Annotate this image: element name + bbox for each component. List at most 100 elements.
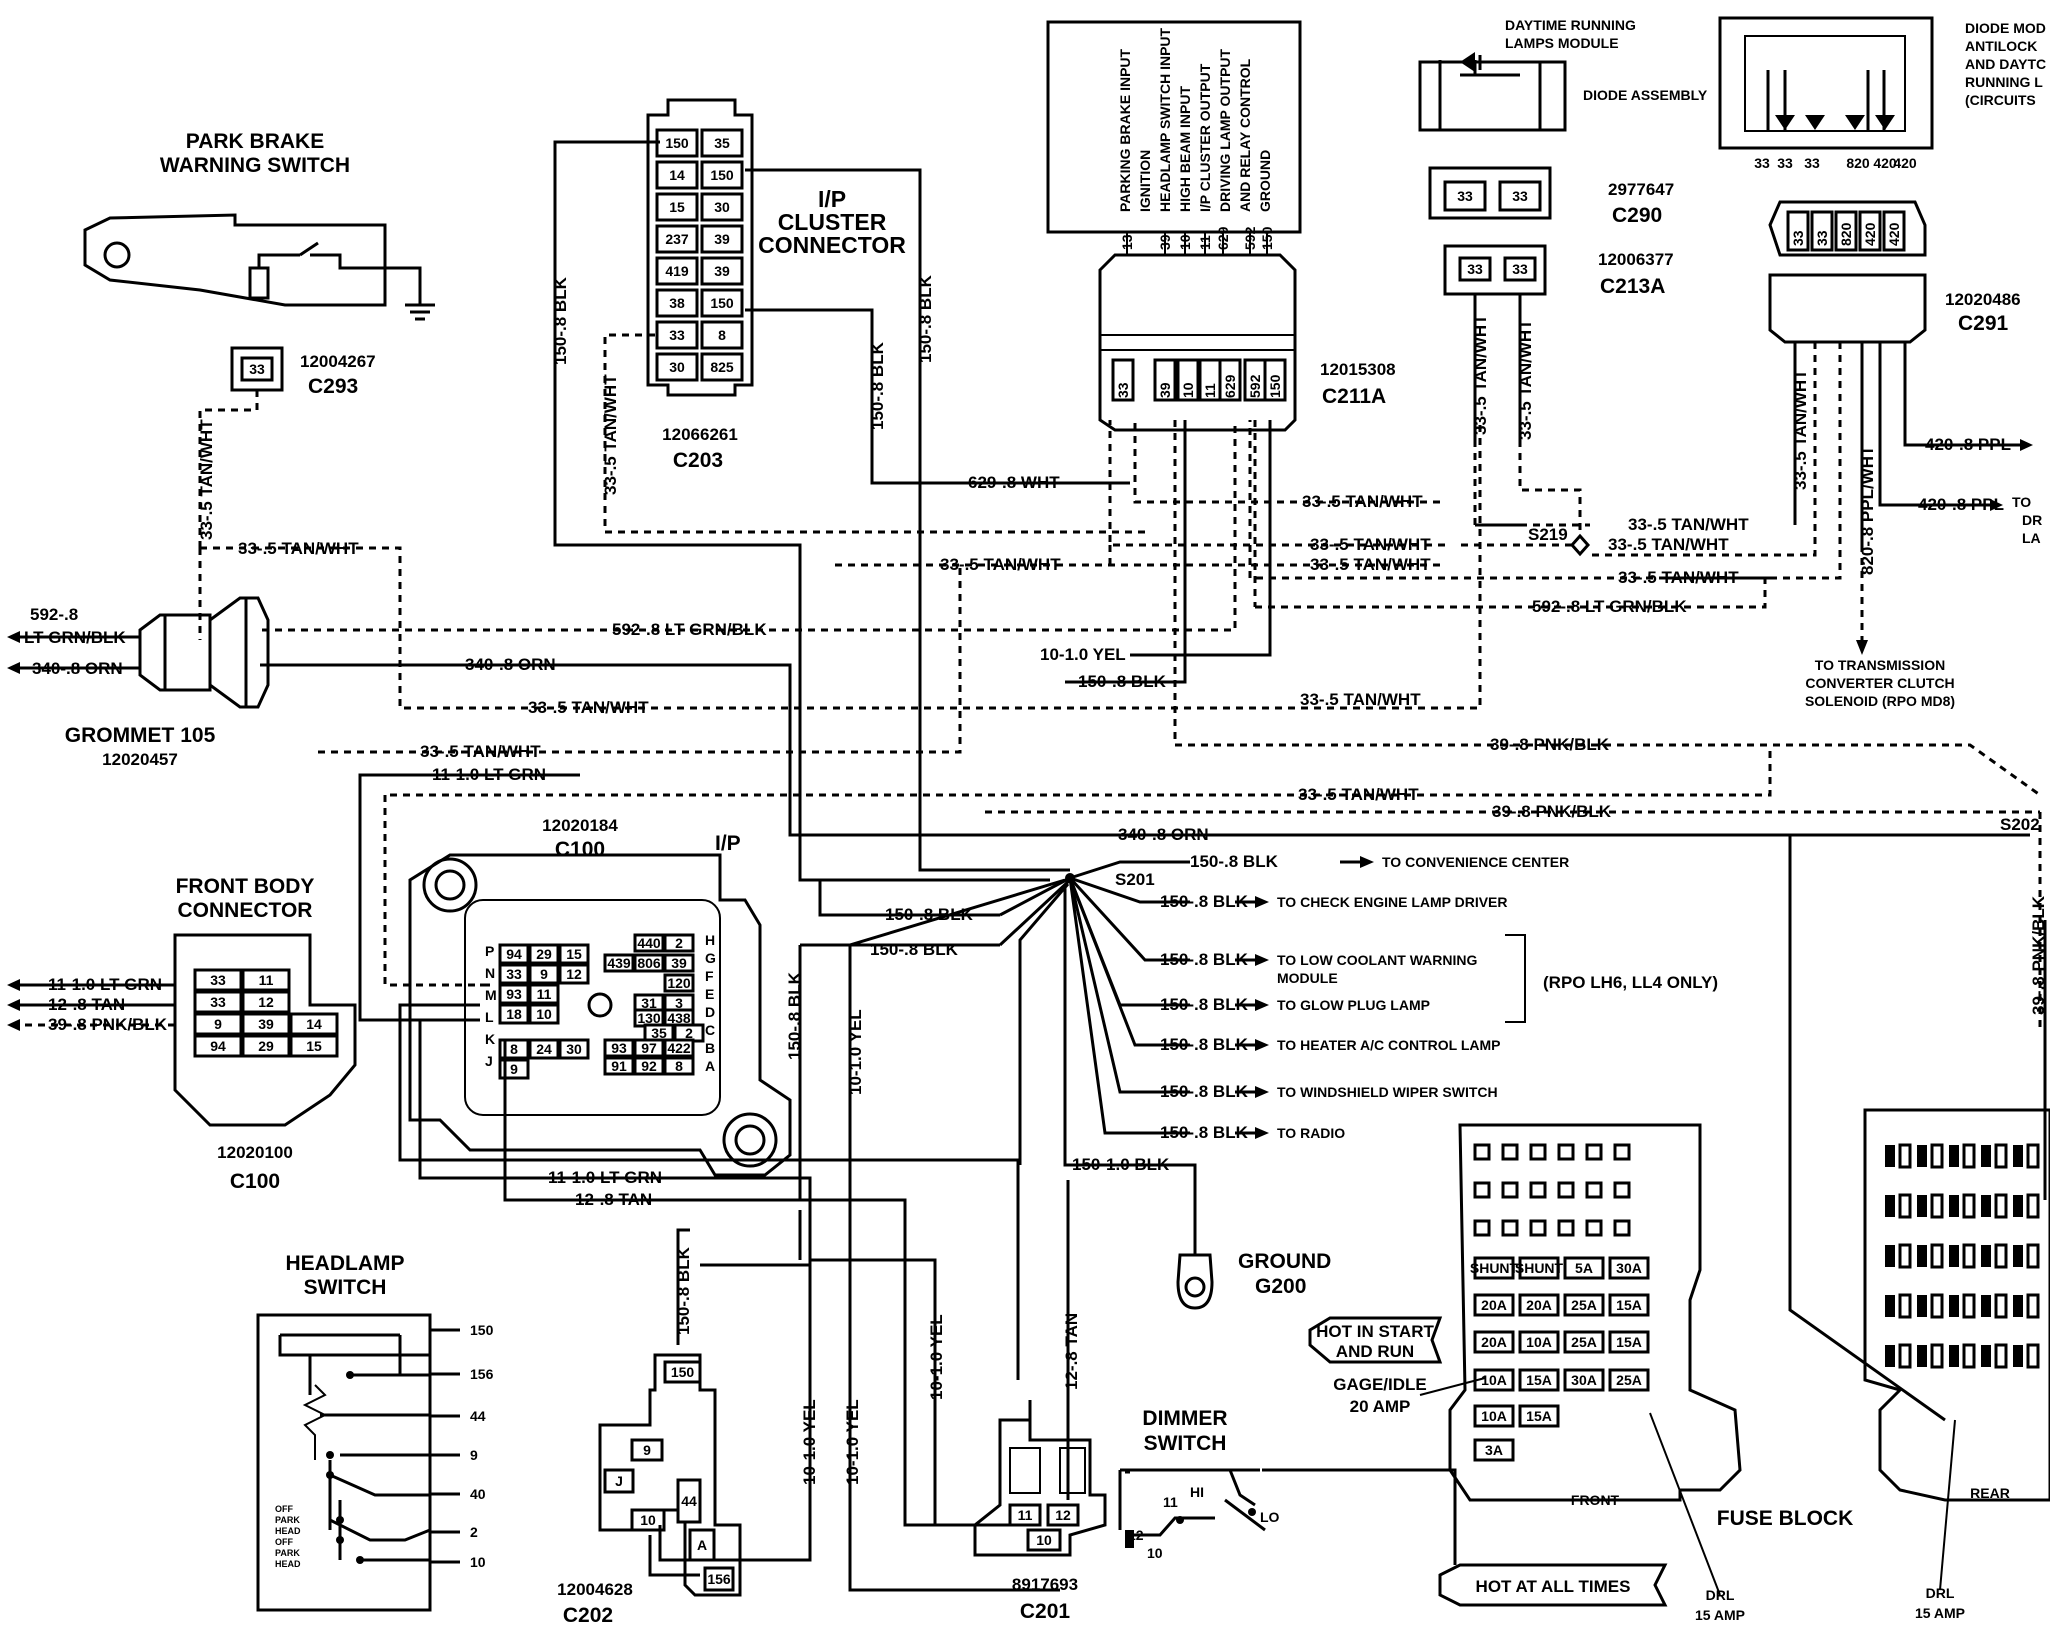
svg-text:15: 15	[306, 1038, 322, 1054]
headlamp-position: HEAD	[275, 1559, 301, 1569]
fuse: SHUNT	[1515, 1256, 1564, 1280]
c100-row-letter: N	[485, 965, 495, 981]
svg-text:30: 30	[566, 1041, 582, 1057]
c211a-function-label: HIGH BEAM INPUT	[1177, 86, 1193, 212]
svg-text:DIODE MOD: DIODE MOD	[1965, 20, 2046, 36]
svg-text:33-.5 TAN/WHT: 33-.5 TAN/WHT	[1628, 515, 1749, 534]
c203-name: C203	[673, 449, 723, 472]
fuse: 3A	[1473, 1438, 1515, 1462]
svg-text:440: 440	[637, 935, 661, 951]
fuse: 30A	[1608, 1256, 1650, 1280]
wire-33-c203	[603, 333, 1150, 534]
svg-text:12020100: 12020100	[217, 1143, 293, 1162]
svg-text:10: 10	[1147, 1545, 1163, 1561]
svg-text:629: 629	[1222, 374, 1238, 398]
svg-text:150-.8 BLK: 150-.8 BLK	[674, 1246, 693, 1335]
c100-col-letter: E	[705, 986, 714, 1002]
svg-text:150: 150	[665, 135, 689, 151]
svg-text:LO: LO	[1260, 1509, 1280, 1525]
rear-fuse-slot	[2013, 1343, 2040, 1369]
svg-text:150-.8 BLK: 150-.8 BLK	[1160, 1123, 1249, 1142]
svg-text:10-1.0 YEL: 10-1.0 YEL	[1040, 645, 1126, 664]
c100-pin: 422	[663, 1038, 695, 1058]
rear-fuse-slot	[2013, 1243, 2040, 1269]
wire-33-c293	[198, 390, 259, 548]
c100-pin: 9	[528, 963, 560, 985]
svg-text:420: 420	[1862, 222, 1878, 246]
svg-text:3A: 3A	[1485, 1442, 1503, 1458]
svg-text:31: 31	[641, 995, 657, 1011]
svg-text:DRL: DRL	[1706, 1587, 1735, 1603]
svg-text:AND RUN: AND RUN	[1336, 1342, 1414, 1361]
svg-text:592-.8 LT GRN/BLK: 592-.8 LT GRN/BLK	[612, 620, 767, 639]
c202-pin: 9	[630, 1438, 664, 1462]
fuse: 20A	[1473, 1293, 1515, 1317]
svg-text:150-.8 BLK: 150-.8 BLK	[868, 341, 887, 430]
diode-module-pin: 420	[1893, 155, 1917, 171]
svg-text:592-.8 LT GRN/BLK: 592-.8 LT GRN/BLK	[1532, 597, 1687, 616]
c291-pin: 420	[1882, 210, 1906, 252]
svg-text:33-.5 TAN/WHT: 33-.5 TAN/WHT	[420, 742, 541, 761]
c100-pin: 29	[528, 943, 560, 965]
c211a-pin: 33	[1111, 358, 1135, 402]
svg-text:422: 422	[667, 1040, 691, 1056]
fuse-slot	[1585, 1219, 1603, 1237]
svg-text:150-.8 BLK: 150-.8 BLK	[870, 940, 959, 959]
c100-col-letter: H	[705, 932, 715, 948]
c203-pin: 419	[655, 256, 699, 286]
svg-text:33: 33	[1814, 230, 1830, 246]
svg-text:I/P: I/P	[818, 186, 846, 212]
svg-text:24: 24	[536, 1041, 552, 1057]
diode-array-icon	[1775, 115, 1895, 130]
svg-text:33: 33	[1512, 261, 1528, 277]
svg-text:39-.8 PNK/BLK: 39-.8 PNK/BLK	[1490, 735, 1610, 754]
fuse-slot	[1529, 1143, 1547, 1161]
svg-text:TO RADIO: TO RADIO	[1277, 1125, 1345, 1141]
svg-text:20A: 20A	[1526, 1297, 1552, 1313]
svg-text:15A: 15A	[1616, 1334, 1642, 1350]
headlamp-position: PARK	[275, 1548, 300, 1558]
headlamp-position: HEAD	[275, 1526, 301, 1536]
fuse-slot	[1501, 1143, 1519, 1161]
svg-text:33-.5 TAN/WHT: 33-.5 TAN/WHT	[1310, 535, 1431, 554]
c100-pin: 97	[633, 1038, 665, 1058]
svg-text:12-.8 TAN: 12-.8 TAN	[48, 995, 125, 1014]
c100-pin: 2	[663, 933, 695, 953]
svg-text:9: 9	[540, 966, 548, 982]
svg-text:10: 10	[536, 1006, 552, 1022]
c100-pin: 15	[558, 943, 590, 965]
rear-fuse-slot	[1981, 1143, 2008, 1169]
c203-pin: 150	[700, 160, 744, 190]
svg-text:A: A	[697, 1537, 707, 1553]
c100-row-letter: K	[485, 1031, 495, 1047]
svg-text:629-.8 WHT: 629-.8 WHT	[968, 473, 1060, 492]
svg-text:25A: 25A	[1571, 1334, 1597, 1350]
svg-text:8917693: 8917693	[1012, 1575, 1078, 1594]
c211a-function-label: IGNITION	[1137, 150, 1153, 212]
c100-row-letter: L	[485, 1009, 494, 1025]
svg-text:30A: 30A	[1616, 1260, 1642, 1276]
svg-text:33-.5 TAN/WHT: 33-.5 TAN/WHT	[1471, 314, 1490, 435]
svg-text:12: 12	[1055, 1507, 1071, 1523]
c203-pin: 33	[655, 320, 699, 350]
svg-text:14: 14	[669, 167, 685, 183]
c293-pin: 33	[249, 361, 265, 377]
fuse: 25A	[1563, 1330, 1605, 1354]
svg-text:33-.5 TAN/WHT: 33-.5 TAN/WHT	[1300, 690, 1421, 709]
fuse: 5A	[1563, 1256, 1605, 1280]
headlamp-pin: 2	[470, 1524, 478, 1540]
svg-text:33-.5 TAN/WHT: 33-.5 TAN/WHT	[528, 698, 649, 717]
svg-text:120: 120	[667, 975, 691, 991]
c201-pin: 12	[1046, 1503, 1080, 1527]
c203-pin: 30	[655, 352, 699, 382]
fuse-slot	[1557, 1181, 1575, 1199]
svg-text:15A: 15A	[1616, 1297, 1642, 1313]
svg-text:150: 150	[671, 1364, 695, 1380]
svg-text:11-1.0 LT GRN: 11-1.0 LT GRN	[48, 975, 162, 994]
c100-col-letter: B	[705, 1040, 715, 1056]
rear-fuse-slot	[1981, 1343, 2008, 1369]
